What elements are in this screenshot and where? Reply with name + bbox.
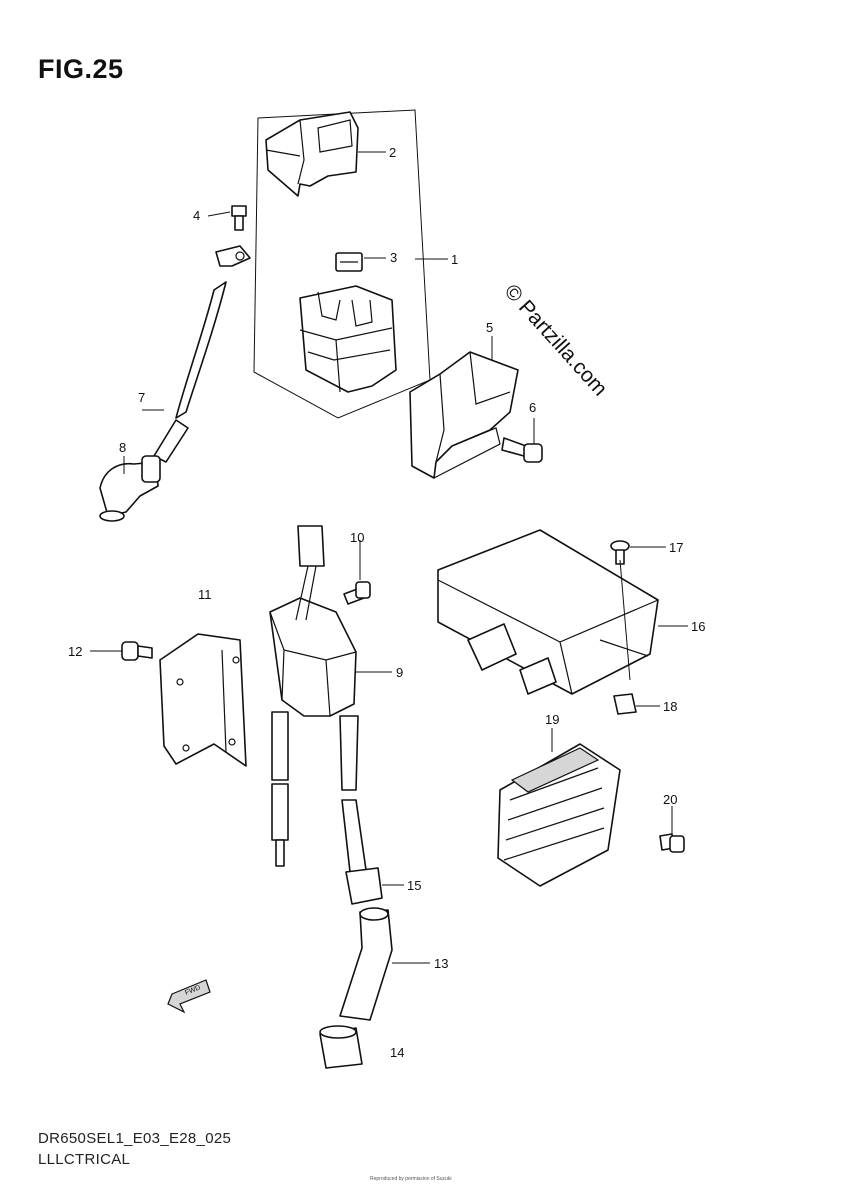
callout-19[interactable]: 19	[545, 712, 559, 727]
callout-7[interactable]: 7	[138, 390, 145, 405]
screw-4-part[interactable]	[231, 205, 247, 231]
callout-9[interactable]: 9	[396, 665, 403, 680]
nut-18-part[interactable]	[613, 693, 637, 715]
diagram-code: DR650SEL1_E03_E28_025	[38, 1130, 232, 1147]
callout-11[interactable]: 11	[198, 587, 212, 602]
forward-direction-arrow-icon: FWD	[167, 979, 211, 1014]
bolt-6-part[interactable]	[501, 437, 543, 463]
screw-17-part[interactable]	[610, 540, 630, 565]
figure-title: FIG.25	[38, 54, 124, 84]
seal-14-part[interactable]	[319, 1025, 363, 1069]
copyright-fine-print: Reproduced by permission of Suzuki	[370, 1176, 452, 1182]
callout-14[interactable]: 14	[390, 1045, 404, 1060]
fuse-box-cover-part[interactable]	[265, 111, 359, 197]
callout-13[interactable]: 13	[434, 956, 448, 971]
high-tension-leads-part[interactable]	[271, 711, 367, 873]
callout-labels: 1 2 3 4 5 6 7 8 9 10 11 12 13 14 15 16 1…	[68, 145, 705, 1060]
ignition-coil-part[interactable]	[269, 525, 357, 717]
bolt-20-part[interactable]	[659, 833, 685, 853]
callout-18[interactable]: 18	[663, 699, 677, 714]
ground-lead-part[interactable]	[153, 245, 251, 463]
regulator-19-part[interactable]	[497, 743, 621, 887]
callout-6[interactable]: 6	[529, 400, 536, 415]
callout-5[interactable]: 5	[486, 320, 493, 335]
callout-3[interactable]: 3	[390, 250, 397, 265]
bracket-5-part[interactable]	[409, 351, 519, 479]
callout-17[interactable]: 17	[669, 540, 683, 555]
fuse-part[interactable]	[335, 252, 363, 272]
callout-20[interactable]: 20	[663, 792, 677, 807]
callout-16[interactable]: 16	[691, 619, 705, 634]
bolt-12-part[interactable]	[121, 641, 153, 661]
bolt-10-part[interactable]	[343, 581, 371, 605]
lead-boot-part[interactable]	[99, 455, 161, 522]
callout-10[interactable]: 10	[350, 530, 364, 545]
assembly-1-outline	[253, 109, 431, 419]
callout-8[interactable]: 8	[119, 440, 126, 455]
fuse-box-body-part[interactable]	[299, 285, 397, 393]
callout-2[interactable]: 2	[389, 145, 396, 160]
coil-bracket-part[interactable]	[159, 633, 247, 767]
ecm-16-part[interactable]	[437, 529, 659, 695]
callout-12[interactable]: 12	[68, 644, 82, 659]
callout-15[interactable]: 15	[407, 878, 421, 893]
leader-lines	[90, 151, 688, 964]
diagram-section-title: LLLCTRICAL	[38, 1151, 131, 1168]
callout-1[interactable]: 1	[451, 252, 458, 267]
callout-4[interactable]: 4	[193, 208, 200, 223]
plug-cap-13-part[interactable]	[339, 907, 393, 1021]
plug-cap-15-part[interactable]	[345, 867, 383, 905]
